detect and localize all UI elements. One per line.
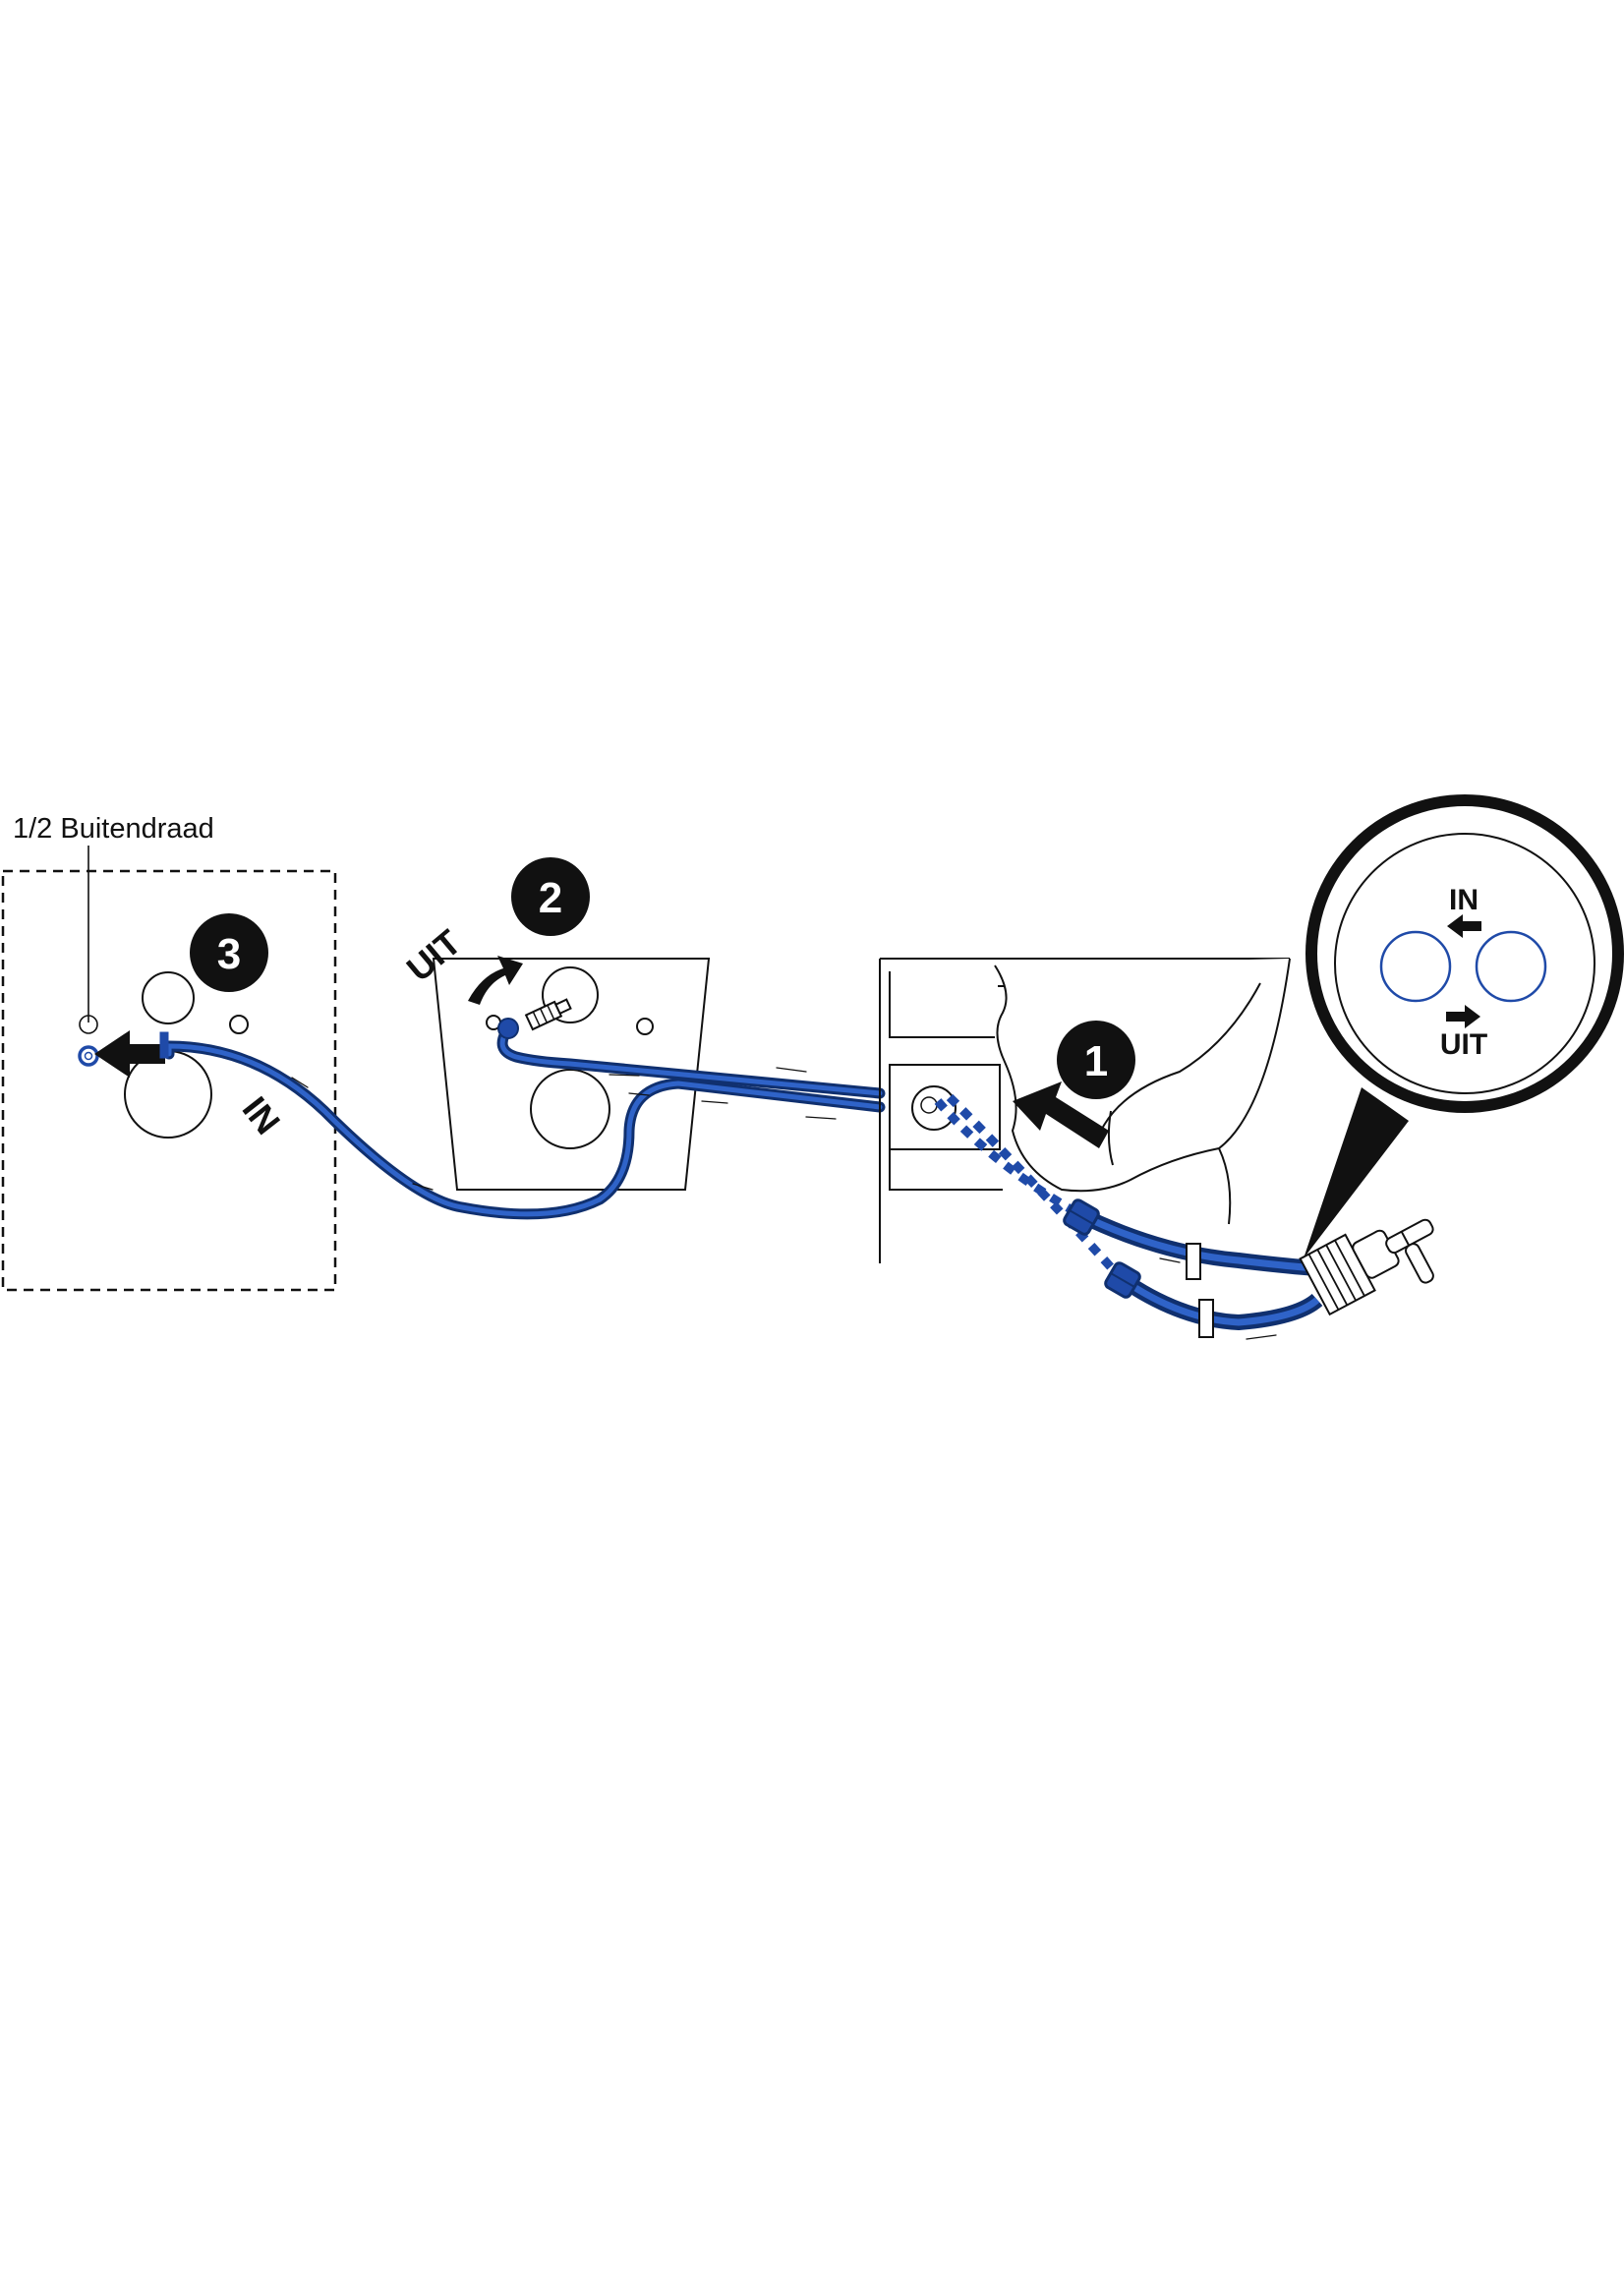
step-two-badge xyxy=(511,857,590,936)
thread-small-circle xyxy=(79,1015,98,1034)
step-three-badge xyxy=(190,913,268,992)
hose-nut-bottom-icon xyxy=(1104,1261,1141,1299)
zoom-in-label: IN xyxy=(1449,884,1479,916)
insert-arrow-icon xyxy=(1013,1081,1109,1148)
wall-hole-top xyxy=(142,971,195,1024)
zoom-inner-ring xyxy=(1334,833,1595,1094)
in-hose-end-fitting xyxy=(159,1031,169,1059)
step-two-number: 2 xyxy=(539,874,562,922)
step-one-number: 1 xyxy=(1084,1037,1108,1085)
hose-nut-top-icon xyxy=(1063,1198,1100,1236)
toilet-panel: 1 xyxy=(879,794,1624,1338)
hidden-hose-dotted-b xyxy=(946,1093,1125,1282)
toilet-back-plate xyxy=(889,971,995,1038)
zoom-uit-arrow-icon xyxy=(1446,1005,1480,1028)
step-one-badge xyxy=(1057,1021,1135,1099)
hose-clamp-bottom-icon xyxy=(1198,1299,1214,1338)
zoom-uit-port xyxy=(1475,930,1547,1003)
cistern-panel: 2 UIT xyxy=(399,857,711,1191)
hose-clamp-top-icon xyxy=(1186,1243,1201,1280)
zoom-in-port xyxy=(1379,930,1452,1003)
cistern-hole-bottom xyxy=(530,1069,610,1149)
bolt-fitting-icon xyxy=(524,998,572,1031)
zoom-in-arrow-icon xyxy=(1447,914,1481,938)
hidden-hose-dotted-a xyxy=(934,1098,1082,1218)
zoom-uit-label: UIT xyxy=(1440,1028,1487,1061)
step-three-number: 3 xyxy=(217,930,241,978)
zoom-callout-pointer xyxy=(1304,1087,1409,1258)
wall-hole-large xyxy=(124,1050,212,1139)
curved-arrow-icon xyxy=(468,956,523,1005)
dashed-wall-box xyxy=(1,869,337,1292)
zoom-white-face xyxy=(1317,806,1612,1101)
hose-group xyxy=(159,1018,1277,1340)
uit-hose-end-fitting xyxy=(497,1018,519,1039)
toilet-bowl-outline xyxy=(994,958,1291,1193)
thread-label: 1/2 Buitendraad xyxy=(13,813,214,845)
thread-fitting-core xyxy=(84,1051,93,1061)
zoom-detail-view: IN UIT xyxy=(1305,794,1624,1113)
left-arrow-icon xyxy=(94,1030,165,1078)
in-hose-label: IN xyxy=(235,1089,288,1142)
wall-hole-small xyxy=(229,1015,249,1034)
cistern-hole-right xyxy=(636,1018,654,1035)
valve-connector-icon xyxy=(1299,1218,1434,1316)
